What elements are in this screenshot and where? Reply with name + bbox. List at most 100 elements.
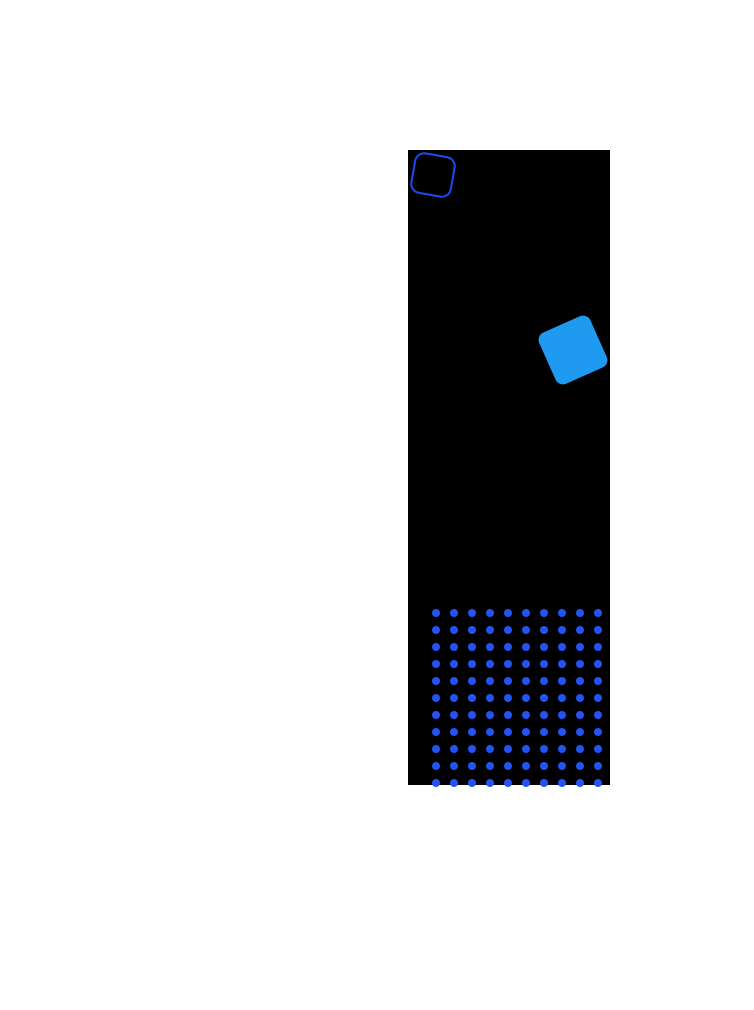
grid-dot: [486, 625, 494, 634]
grid-dot: [486, 659, 494, 668]
grid-dot: [558, 693, 566, 702]
grid-dot: [540, 608, 548, 617]
grid-dot: [540, 710, 548, 719]
grid-dot: [540, 676, 548, 685]
grid-dot: [594, 727, 602, 736]
grid-dot: [432, 625, 440, 634]
grid-dot: [486, 693, 494, 702]
grid-dot: [540, 693, 548, 702]
grid-dot: [522, 625, 530, 634]
grid-dot: [522, 727, 530, 736]
grid-dot: [468, 778, 476, 787]
grid-dot: [504, 761, 512, 770]
grid-dot: [504, 642, 512, 651]
grid-dot: [504, 625, 512, 634]
grid-dot: [450, 710, 458, 719]
grid-dot: [522, 710, 530, 719]
grid-dot: [522, 676, 530, 685]
grid-dot: [468, 642, 476, 651]
grid-dot: [522, 642, 530, 651]
grid-dot: [558, 710, 566, 719]
grid-dot: [468, 761, 476, 770]
grid-dot: [522, 608, 530, 617]
grid-dot: [558, 608, 566, 617]
grid-dot: [432, 642, 440, 651]
grid-dot: [576, 693, 584, 702]
grid-dot: [486, 676, 494, 685]
grid-dot: [522, 744, 530, 753]
grid-dot: [540, 642, 548, 651]
grid-dot: [450, 693, 458, 702]
grid-dot: [450, 727, 458, 736]
outlined-square-decoration: [408, 150, 458, 200]
grid-dot: [558, 744, 566, 753]
grid-dot: [432, 761, 440, 770]
grid-dot: [594, 642, 602, 651]
grid-dot: [504, 727, 512, 736]
grid-dot: [576, 778, 584, 787]
grid-dot: [468, 744, 476, 753]
grid-dot: [540, 744, 548, 753]
grid-dot: [486, 642, 494, 651]
grid-dot: [486, 778, 494, 787]
grid-dot: [522, 761, 530, 770]
grid-dot: [504, 693, 512, 702]
grid-dot: [504, 676, 512, 685]
grid-dot: [594, 710, 602, 719]
grid-dot: [486, 744, 494, 753]
grid-dot: [432, 778, 440, 787]
grid-dot: [450, 744, 458, 753]
grid-dot: [504, 778, 512, 787]
grid-dot: [450, 659, 458, 668]
grid-dot: [432, 710, 440, 719]
grid-dot: [504, 608, 512, 617]
grid-dot: [468, 659, 476, 668]
grid-dot: [558, 761, 566, 770]
grid-dot: [504, 659, 512, 668]
grid-dot: [468, 693, 476, 702]
grid-dot: [468, 710, 476, 719]
grid-dot: [594, 676, 602, 685]
grid-dot: [558, 659, 566, 668]
grid-dot: [432, 659, 440, 668]
grid-dot: [486, 727, 494, 736]
grid-dot: [594, 625, 602, 634]
grid-dot: [576, 727, 584, 736]
grid-dot: [450, 642, 458, 651]
grid-dot: [522, 693, 530, 702]
grid-dot: [540, 659, 548, 668]
grid-dot: [576, 676, 584, 685]
grid-dot: [504, 744, 512, 753]
grid-dot: [468, 608, 476, 617]
grid-dot: [540, 727, 548, 736]
grid-dot: [594, 608, 602, 617]
grid-dot: [486, 761, 494, 770]
grid-dot: [540, 625, 548, 634]
grid-dot: [432, 693, 440, 702]
grid-dot: [468, 727, 476, 736]
grid-dot: [558, 778, 566, 787]
grid-dot: [558, 642, 566, 651]
grid-dot: [576, 744, 584, 753]
grid-dot: [522, 778, 530, 787]
grid-dot: [468, 625, 476, 634]
grid-dot: [432, 744, 440, 753]
grid-dot: [450, 676, 458, 685]
grid-dot: [540, 778, 548, 787]
grid-dot: [450, 761, 458, 770]
grid-dot: [468, 676, 476, 685]
grid-dot: [576, 761, 584, 770]
grid-dot: [576, 710, 584, 719]
grid-dot: [558, 727, 566, 736]
grid-dot: [576, 625, 584, 634]
grid-dot: [540, 761, 548, 770]
grid-dot: [594, 744, 602, 753]
grid-dot: [594, 693, 602, 702]
grid-dot: [558, 676, 566, 685]
grid-dot: [432, 608, 440, 617]
grid-dot: [450, 778, 458, 787]
grid-dot: [432, 676, 440, 685]
grid-dot: [594, 659, 602, 668]
grid-dot: [576, 642, 584, 651]
